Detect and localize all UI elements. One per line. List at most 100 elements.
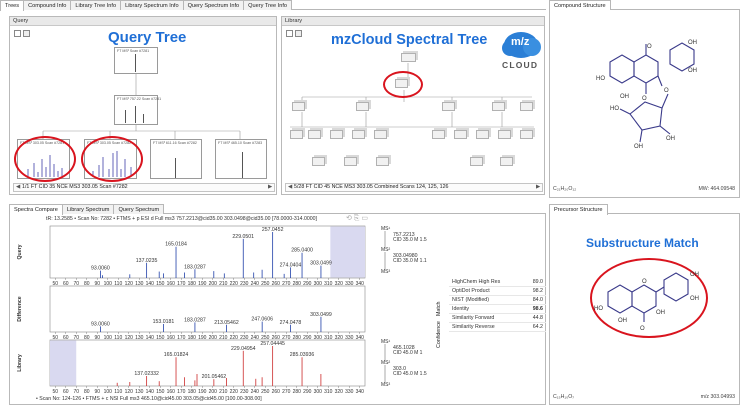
logo-sub: CLOUD (502, 60, 539, 70)
tab-precursor-structure[interactable]: Precursor Structure (549, 204, 608, 215)
query-plot-tick-label: 50 (52, 281, 58, 287)
query-plot-tick-label: 310 (324, 281, 333, 287)
query-scan-header: tR: 13.2585 • Scan No: 7282 • FTMS + p E… (46, 216, 317, 222)
query-plot-tick-label: 100 (104, 281, 113, 287)
tab-trees[interactable]: Trees (0, 0, 25, 11)
difference-plot-frame (49, 285, 366, 333)
nav-next-icon[interactable]: ▶ (535, 184, 541, 190)
library-tree-leaf[interactable] (432, 130, 445, 139)
difference-plot-tick-label: 140 (146, 335, 155, 341)
query-plot-tick-label: 300 (314, 281, 323, 287)
library-tree-lines (290, 63, 534, 128)
tab-library-tree-info[interactable]: Library Tree Info (70, 0, 122, 10)
query-plot-peak-label: 274.0404 (280, 262, 302, 268)
query-plot-peak-label: 285.0400 (291, 248, 313, 254)
library-tree-leaf[interactable] (330, 130, 343, 139)
query-plot-tick-label: 240 (251, 281, 260, 287)
query-leaf-2-highlight (81, 136, 143, 182)
difference-plot-tick-label: 300 (314, 335, 323, 341)
query-tree-node-mid[interactable]: FT MS² 757.22 Scan #7281 (114, 95, 161, 125)
library-tree-node[interactable] (492, 102, 505, 111)
tab-library-spectrum-info[interactable]: Library Spectrum Info (120, 0, 184, 10)
copy-icon[interactable] (23, 30, 30, 37)
query-plot-tick-label: 190 (198, 281, 207, 287)
library-tree-node[interactable] (520, 102, 533, 111)
library-plot-tick-label: 310 (324, 389, 333, 395)
library-tree-leaf[interactable] (520, 130, 533, 139)
query-tree-leaf-3[interactable]: FT MS³ 611.16 Scan #7282 (150, 139, 202, 179)
svg-text:O: O (647, 44, 652, 50)
confidence-label: Confidence (436, 321, 442, 348)
library-tree-leaf[interactable] (376, 157, 389, 166)
nav-prev-icon[interactable]: ◀ (15, 184, 21, 190)
library-tree-leaf[interactable] (308, 130, 321, 139)
spectrum-toolbar-icon[interactable]: ⟲ ⎘ ▭ (346, 215, 368, 222)
tab-query-tree-info[interactable]: Query Tree Info (243, 0, 293, 10)
tab-query-spectrum[interactable]: Query Spectrum (113, 204, 165, 214)
query-plot-tick-label: 110 (114, 281, 122, 287)
library-plot-tick-label: 80 (84, 389, 90, 395)
tab-compound-structure[interactable]: Compound Structure (549, 0, 611, 11)
new-doc-icon[interactable] (14, 30, 21, 37)
library-tree-node[interactable] (356, 102, 369, 111)
library-plot-tick-label: 130 (135, 389, 144, 395)
library-tree-root-node[interactable] (401, 53, 416, 62)
library-ms-tree-ms1: MS¹ (381, 339, 391, 345)
library-tree-leaf[interactable] (476, 130, 489, 139)
library-plot-peak-label: 201.05462 (202, 374, 227, 380)
difference-plot-peak-label: 183.0287 (184, 317, 206, 323)
query-plot-ylabel: Query (17, 244, 23, 259)
library-tree-leaf[interactable] (500, 157, 513, 166)
query-plot-peak-label: 257.0452 (262, 227, 284, 233)
library-ms-tree-ms3: MS³ (381, 382, 391, 388)
library-tree-leaf[interactable] (498, 130, 511, 139)
difference-plot-tick-label: 270 (282, 335, 291, 341)
query-tree-node-root[interactable]: FT MS² Scan #7281 (114, 47, 158, 74)
query-plot-tick-label: 90 (94, 281, 100, 287)
library-plot-tick-label: 210 (219, 389, 228, 395)
difference-plot-ylabel: Difference (17, 296, 23, 321)
top-tab-strip: Trees Compound Info Library Tree Info Li… (0, 0, 546, 11)
library-plot-peak-label: 165.01824 (164, 352, 189, 358)
new-doc-icon[interactable] (286, 30, 293, 37)
library-plot-tick-label: 280 (293, 389, 302, 395)
query-ms-tree-mz2: 303.04980 (393, 253, 418, 259)
copy-icon[interactable] (295, 30, 302, 37)
library-plot-tick-label: 270 (282, 389, 291, 395)
library-plot-tick-label: 200 (209, 389, 218, 395)
library-tree-leaf[interactable] (470, 157, 483, 166)
library-tree-node[interactable] (442, 102, 455, 111)
library-plot-tick-label: 90 (94, 389, 100, 395)
tab-compound-info[interactable]: Compound Info (23, 0, 72, 10)
library-plot-tick-label: 60 (63, 389, 69, 395)
difference-plot-tick-label: 190 (198, 335, 207, 341)
query-tree-leaf-4[interactable]: FT MS³ 465.10 Scan #7283 (215, 139, 267, 179)
query-plot-frame (49, 225, 366, 279)
query-ms-tree-ms2: MS² (381, 247, 391, 253)
svg-text:OH: OH (688, 40, 697, 46)
query-ms-tree-ms3: MS³ (381, 269, 391, 275)
difference-plot-tick-label: 320 (335, 335, 344, 341)
library-tree-leaf[interactable] (352, 130, 365, 139)
tab-library-spectrum[interactable]: Library Spectrum (61, 204, 115, 214)
svg-text:HO: HO (594, 306, 603, 312)
svg-text:HO: HO (596, 76, 605, 82)
query-leaf-1-highlight (14, 136, 76, 182)
query-plot-tick-label: 210 (219, 281, 228, 287)
library-tree-leaf[interactable] (344, 157, 357, 166)
library-tree-leaf[interactable] (454, 130, 467, 139)
match-row-nist: NIST (Modified)84.0 (449, 296, 546, 305)
tab-query-spectrum-info[interactable]: Query Spectrum Info (182, 0, 245, 10)
library-ms-tree-ms2: MS² (381, 360, 391, 366)
library-tree-leaf[interactable] (312, 157, 325, 166)
library-tree-leaf[interactable] (374, 130, 387, 139)
library-tree-leaf[interactable] (290, 130, 303, 139)
query-plot-peak-label: 183.0287 (184, 264, 206, 270)
query-plot-tick-label: 230 (240, 281, 249, 287)
library-tree-node[interactable] (292, 102, 305, 111)
library-plot-tick-label: 160 (167, 389, 176, 395)
nav-next-icon[interactable]: ▶ (267, 184, 273, 190)
nav-prev-icon[interactable]: ◀ (287, 184, 293, 190)
